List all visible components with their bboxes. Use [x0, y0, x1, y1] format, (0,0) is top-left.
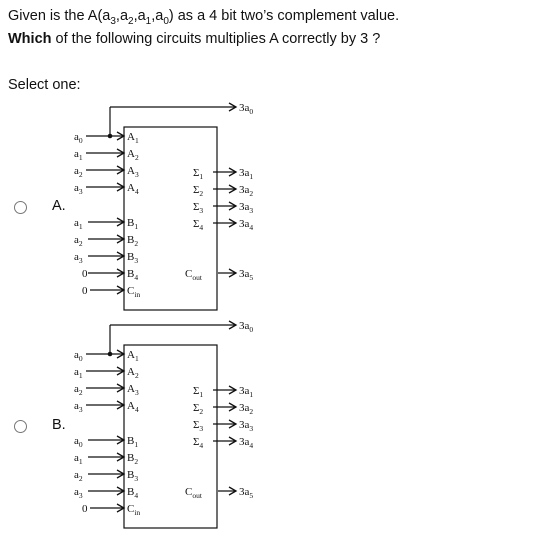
- opta-cin-arrow: [116, 285, 126, 295]
- optb-pin-sum-label: Σ3: [193, 419, 203, 433]
- opta-pin-b-label: B4: [127, 268, 138, 282]
- opta-pin-b-label: B1: [127, 217, 138, 231]
- optb-output-label: 3a4: [239, 436, 253, 450]
- optb-input-a-arrow: [116, 366, 126, 376]
- opta-input-a-label: a2: [74, 165, 83, 179]
- opta-output-label: 3a3: [239, 201, 253, 215]
- optb-sum-arrow: [228, 385, 238, 395]
- optb-pin-cin-label: Cin: [127, 503, 140, 517]
- opta-input-b-label: 0: [82, 268, 88, 280]
- opta-cin-input-label: 0: [82, 285, 88, 297]
- optb-cin-arrow: [116, 503, 126, 513]
- optb-input-b-label: a2: [74, 469, 83, 483]
- optb-input-b-label: a1: [74, 452, 83, 466]
- optb-adder-block: [123, 344, 218, 529]
- optb-pin-a-label: A3: [127, 383, 139, 397]
- optb-input-a-label: a0: [74, 349, 83, 363]
- optb-input-b-label: a3: [74, 486, 83, 500]
- opta-input-b-arrow: [116, 268, 126, 278]
- optb-pin-b-label: B2: [127, 452, 138, 466]
- optb-pin-b-label: B3: [127, 469, 138, 483]
- opta-input-a-label: a1: [74, 148, 83, 162]
- opta-sum-arrow: [228, 218, 238, 228]
- option-a-radio[interactable]: [14, 201, 27, 214]
- question-line-1: Given is the A(a3,a2,a1,a0) as a 4 bit t…: [8, 8, 400, 27]
- opta-input-b-label: a1: [74, 217, 83, 231]
- opta-output-3a0-label: 3a0: [239, 102, 253, 116]
- optb-input-a-arrow: [116, 349, 126, 359]
- question-line-2: Which of the following circuits multipli…: [8, 31, 381, 47]
- optb-sum-arrow: [228, 402, 238, 412]
- optb-input-a-label: a3: [74, 400, 83, 414]
- option-a-label[interactable]: A.: [52, 198, 66, 214]
- optb-output-label: 3a1: [239, 385, 253, 399]
- opta-pin-a-label: A3: [127, 165, 139, 179]
- optb-pin-b-label: B4: [127, 486, 138, 500]
- opta-pin-sum-label: Σ4: [193, 218, 203, 232]
- optb-output-label: 3a2: [239, 402, 253, 416]
- opta-input-a-arrow: [116, 165, 126, 175]
- opta-output-label: 3a1: [239, 167, 253, 181]
- opta-input-b-label: a2: [74, 234, 83, 248]
- opta-pin-sum-label: Σ1: [193, 167, 203, 181]
- opta-input-b-arrow: [116, 217, 126, 227]
- optb-output-3a5-label: 3a5: [239, 486, 253, 500]
- optb-pin-cout-label: Cout: [185, 486, 203, 500]
- optb-pin-a-label: A2: [127, 366, 139, 380]
- opta-input-b-arrow: [116, 234, 126, 244]
- optb-cin-input-label: 0: [82, 503, 88, 515]
- optb-output-label: 3a3: [239, 419, 253, 433]
- optb-sum-arrow: [228, 436, 238, 446]
- option-b-label[interactable]: B.: [52, 417, 66, 433]
- opta-pin-cout-label: Cout: [185, 268, 203, 282]
- opta-pin-a-label: A4: [127, 182, 139, 196]
- opta-input-a-arrow: [116, 148, 126, 158]
- optb-input-b-arrow: [116, 486, 126, 496]
- optb-bypass-arrow: [228, 320, 238, 330]
- optb-pin-sum-label: Σ2: [193, 402, 203, 416]
- optb-input-a-arrow: [116, 383, 126, 393]
- optb-input-b-arrow: [116, 435, 126, 445]
- opta-output-3a5-label: 3a5: [239, 268, 253, 282]
- optb-input-b-label: a0: [74, 435, 83, 449]
- optb-pin-sum-label: Σ1: [193, 385, 203, 399]
- opta-pin-b-label: B2: [127, 234, 138, 248]
- optb-pin-b-label: B1: [127, 435, 138, 449]
- optb-pin-a-label: A1: [127, 349, 139, 363]
- opta-pin-sum-label: Σ2: [193, 184, 203, 198]
- opta-pin-a-label: A1: [127, 131, 139, 145]
- opta-pin-cin-label: Cin: [127, 285, 140, 299]
- opta-input-b-arrow: [116, 251, 126, 261]
- opta-input-a-arrow: [116, 131, 126, 141]
- opta-input-a-label: a0: [74, 131, 83, 145]
- opta-adder-block: [123, 126, 218, 311]
- opta-pin-b-label: B3: [127, 251, 138, 265]
- optb-output-3a0-label: 3a0: [239, 320, 253, 334]
- optb-sum-arrow: [228, 419, 238, 429]
- opta-cout-arrow: [228, 268, 238, 278]
- opta-input-a-arrow: [116, 182, 126, 192]
- opta-input-b-label: a3: [74, 251, 83, 265]
- optb-pin-a-label: A4: [127, 400, 139, 414]
- opta-sum-arrow: [228, 167, 238, 177]
- optb-input-b-arrow: [116, 452, 126, 462]
- opta-input-a-label: a3: [74, 182, 83, 196]
- optb-cout-arrow: [228, 486, 238, 496]
- opta-pin-sum-label: Σ3: [193, 201, 203, 215]
- optb-input-a-label: a1: [74, 366, 83, 380]
- optb-pin-sum-label: Σ4: [193, 436, 203, 450]
- optb-input-b-arrow: [116, 469, 126, 479]
- opta-bypass-arrow: [228, 102, 238, 112]
- opta-output-label: 3a2: [239, 184, 253, 198]
- optb-input-a-arrow: [116, 400, 126, 410]
- option-b-radio[interactable]: [14, 420, 27, 433]
- opta-sum-arrow: [228, 201, 238, 211]
- select-prompt: Select one:: [8, 77, 81, 93]
- opta-output-label: 3a4: [239, 218, 253, 232]
- opta-sum-arrow: [228, 184, 238, 194]
- optb-input-a-label: a2: [74, 383, 83, 397]
- opta-pin-a-label: A2: [127, 148, 139, 162]
